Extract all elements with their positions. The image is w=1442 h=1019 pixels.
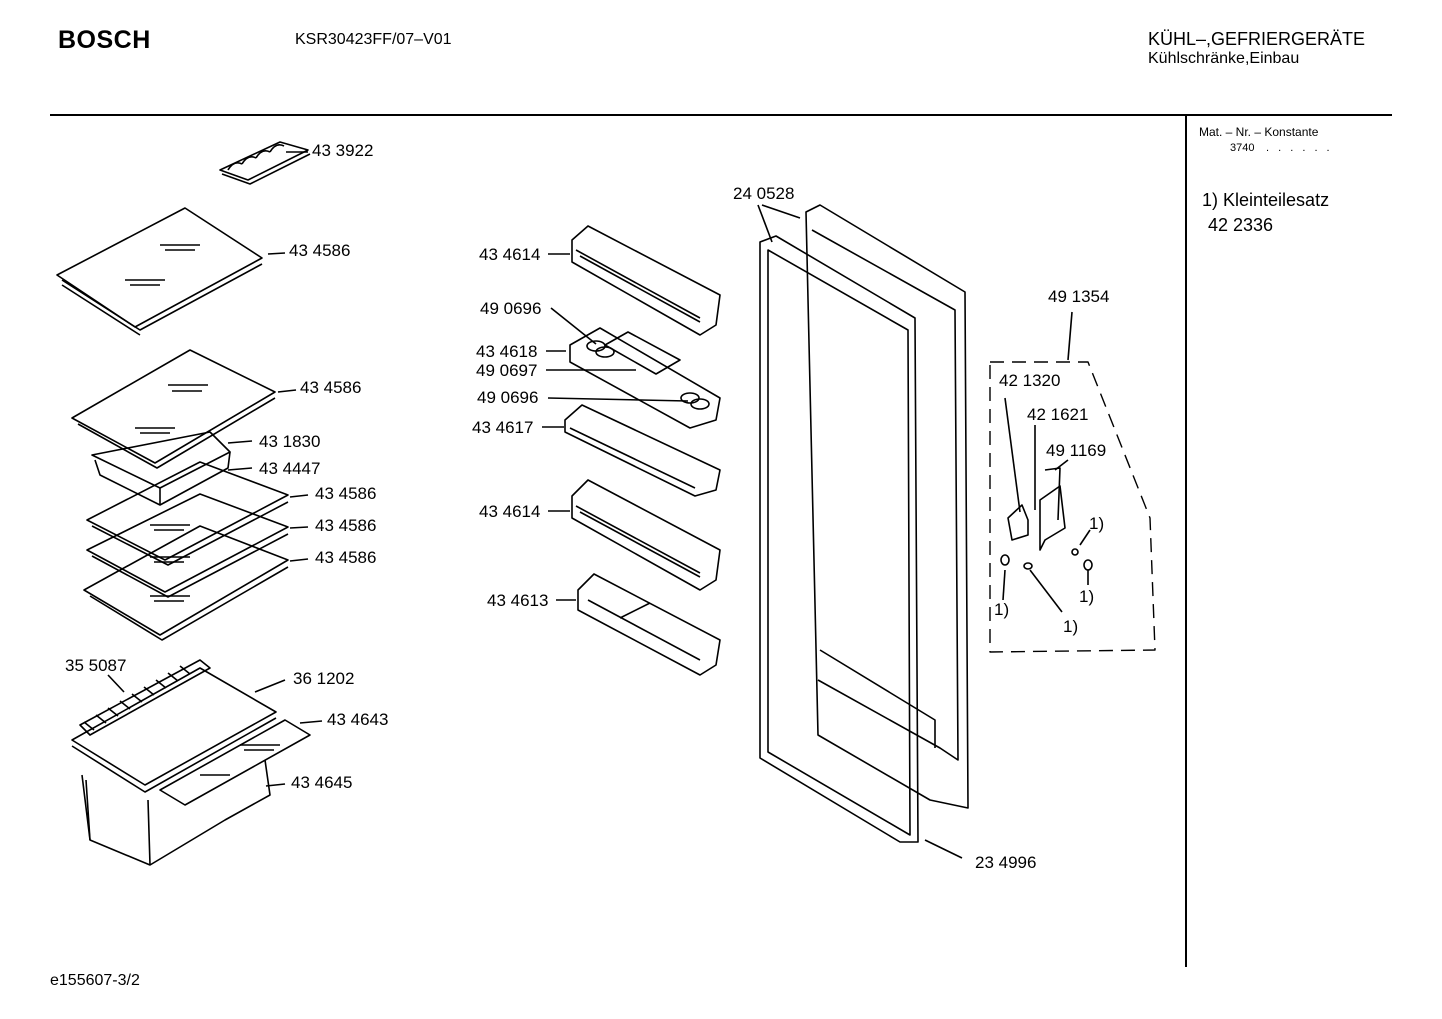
leader-491354 xyxy=(1067,311,1073,361)
part-number-label: 43 4586 xyxy=(289,241,351,260)
part-number-label: 42 1320 xyxy=(999,371,1061,390)
leader-490696-a xyxy=(550,307,597,345)
part-number-label: 49 0697 xyxy=(476,361,538,380)
part-number-label: 43 4447 xyxy=(259,459,321,478)
leader-355087 xyxy=(107,674,125,693)
part-number-label: 49 1169 xyxy=(1046,441,1107,460)
egg-tray-drawing xyxy=(219,141,311,185)
part-number-label: 43 1830 xyxy=(259,432,321,451)
leader-490696-b xyxy=(547,397,689,402)
leader-361202 xyxy=(254,679,286,693)
part-number-label: 43 4613 xyxy=(487,591,549,610)
part-number-label: 49 0696 xyxy=(480,299,542,318)
glass-shelf-b-drawing xyxy=(71,349,276,469)
leader-434586-c xyxy=(289,494,309,498)
hinge-part-drawing xyxy=(1000,467,1093,571)
glass-shelf-e-drawing xyxy=(83,525,289,641)
small-parts-kit-label: 1) Kleinteilesatz xyxy=(1202,190,1330,210)
leader-491169 xyxy=(1054,459,1069,471)
header-divider xyxy=(50,114,1392,116)
part-number-label: 43 4643 xyxy=(327,710,389,729)
part-number-label: 42 1621 xyxy=(1027,405,1089,424)
part-number-label: 43 4586 xyxy=(315,516,377,535)
leader-431830 xyxy=(227,440,253,444)
leader-434645 xyxy=(265,783,286,787)
footnote-ref: 1) xyxy=(1063,617,1079,636)
leader-421320 xyxy=(1004,397,1021,513)
footnote-ref: 1) xyxy=(1089,514,1105,533)
leader-240528-gasket xyxy=(757,204,773,243)
small-tray-drawing xyxy=(91,431,231,506)
door-panel-drawing xyxy=(805,204,969,809)
leader-434643 xyxy=(299,720,323,724)
footnote-ref: 1) xyxy=(1079,587,1095,606)
leader-434586-a xyxy=(267,252,286,255)
small-parts-kit-number: 42 2336 xyxy=(1208,215,1274,235)
part-number-label: 36 1202 xyxy=(293,669,355,688)
part-number-label: 43 4614 xyxy=(479,502,541,521)
part-number-label: 43 4586 xyxy=(300,378,362,397)
leader-240528-door xyxy=(761,204,801,219)
part-number-label: 24 0528 xyxy=(733,184,795,203)
leader-434586-b xyxy=(277,389,297,393)
leader-ref-b xyxy=(1029,569,1063,613)
part-number-label: 43 3922 xyxy=(312,141,374,160)
mat-nr-label: Mat. – Nr. – Konstante xyxy=(1199,125,1319,139)
part-number-label: 43 4645 xyxy=(291,773,353,792)
category-title: KÜHL–,GEFRIERGERÄTE xyxy=(1148,29,1366,49)
part-number-label: 49 1354 xyxy=(1048,287,1110,306)
part-number-label: 43 4617 xyxy=(472,418,534,437)
mat-nr-value: 3740 xyxy=(1230,142,1255,154)
footnote-ref: 1) xyxy=(994,600,1010,619)
glass-shelf-d-drawing xyxy=(86,493,289,598)
side-panel-divider xyxy=(1185,115,1187,967)
glass-shelf-a-drawing xyxy=(56,207,263,336)
leader-ref-d xyxy=(1079,529,1091,546)
glass-shelf-c-drawing xyxy=(86,461,289,566)
category-subtitle: Kühlschränke,Einbau xyxy=(1148,50,1300,67)
leader-434447 xyxy=(227,467,253,471)
leader-234996 xyxy=(924,839,963,859)
part-number-label: 23 4996 xyxy=(975,853,1037,872)
mat-nr-dots: . . . . . . xyxy=(1266,142,1333,154)
part-number-label: 43 4614 xyxy=(479,245,541,264)
leader-ref-a xyxy=(1002,569,1006,601)
crisper-drawer-drawing xyxy=(81,759,271,866)
brand-logo: BOSCH xyxy=(58,26,151,54)
model-number: KSR30423FF/07–V01 xyxy=(295,31,452,48)
leader-434586-e xyxy=(289,558,309,562)
part-number-label: 49 0696 xyxy=(477,388,539,407)
part-number-label: 43 4586 xyxy=(315,484,377,503)
door-gasket-drawing xyxy=(759,235,919,843)
drawing-id: e155607-3/2 xyxy=(50,972,140,989)
part-number-label: 35 5087 xyxy=(65,656,127,675)
crisper-frame-drawing xyxy=(71,659,277,793)
part-number-label: 43 4586 xyxy=(315,548,377,567)
door-bin-d-drawing xyxy=(577,573,721,676)
crisper-cover-drawing xyxy=(159,719,311,806)
door-bin-c-drawing xyxy=(571,479,721,591)
leader-434586-d xyxy=(289,526,309,529)
part-number-label: 43 4618 xyxy=(476,342,538,361)
hinge-group-outline xyxy=(989,361,1156,653)
door-bin-a-drawing xyxy=(571,225,721,336)
door-bin-b-drawing xyxy=(564,404,721,497)
egg-holder-drawing xyxy=(569,327,721,429)
